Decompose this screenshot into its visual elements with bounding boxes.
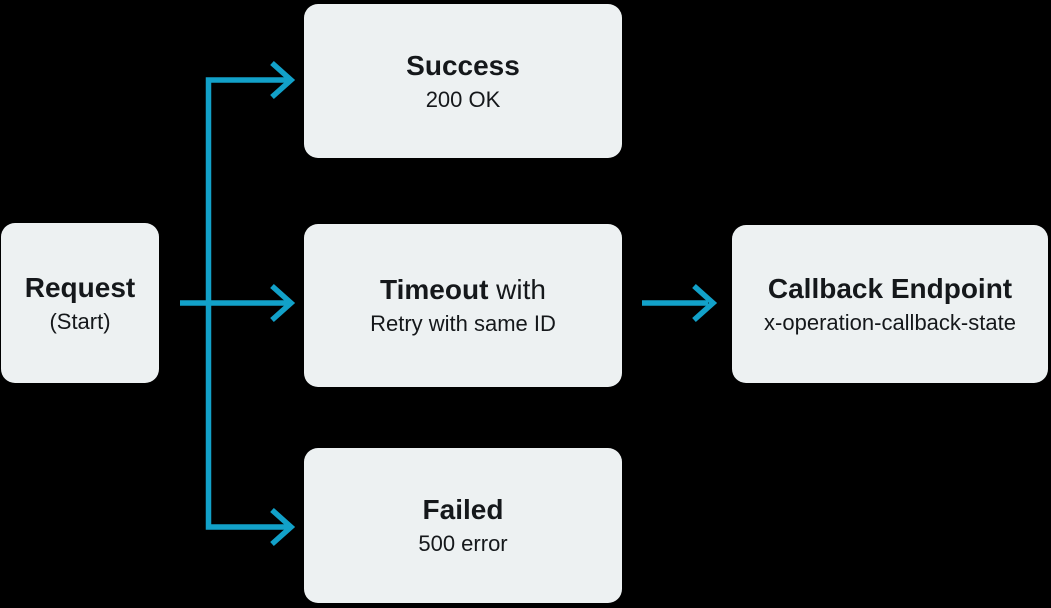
arrowhead-success-icon bbox=[270, 60, 296, 100]
failed-title: Failed bbox=[422, 494, 504, 525]
success-title: Success bbox=[406, 49, 520, 81]
timeout-subtitle: Retry with same ID bbox=[370, 311, 556, 336]
node-request: Request (Start) bbox=[1, 223, 159, 383]
timeout-title: Timeout with bbox=[380, 273, 546, 307]
timeout-title-bold: Timeout bbox=[380, 274, 489, 305]
node-success: Success 200 OK bbox=[304, 4, 622, 158]
request-title: Request bbox=[24, 271, 136, 303]
callback-title: Callback Endpoint bbox=[767, 272, 1013, 304]
success-subtitle: 200 OK bbox=[425, 86, 501, 112]
node-callback: Callback Endpoint x-operation-callback-s… bbox=[732, 225, 1048, 383]
arrowhead-timeout-icon bbox=[270, 283, 296, 323]
timeout-title-regular: with bbox=[488, 274, 546, 305]
arrowhead-callback-icon bbox=[692, 283, 718, 323]
arrowhead-failed-icon bbox=[270, 507, 296, 547]
callback-subtitle: x-operation-callback-state bbox=[764, 309, 1016, 335]
request-subtitle: (Start) bbox=[49, 308, 111, 334]
node-timeout: Timeout with Retry with same ID bbox=[304, 224, 622, 387]
node-failed: Failed 500 error bbox=[304, 448, 622, 603]
failed-subtitle: 500 error bbox=[418, 531, 508, 556]
